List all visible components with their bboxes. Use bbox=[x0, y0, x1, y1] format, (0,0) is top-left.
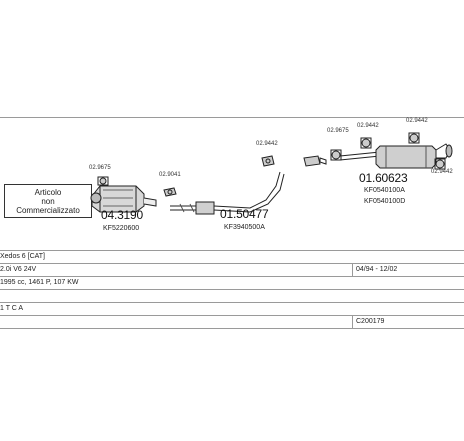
part-1-number: 04.3190 bbox=[101, 208, 143, 222]
part-3-reference: KF3940500A bbox=[224, 224, 265, 231]
notice-line-1: Articolo bbox=[34, 187, 62, 197]
part-3-number: 01.50477 bbox=[220, 207, 269, 221]
part-4-code: 02.9442 bbox=[256, 141, 278, 147]
frame-top-line bbox=[0, 117, 464, 118]
part-7-code: 02.9442 bbox=[406, 118, 428, 124]
not-sold-notice: Articolo non Commercializzato bbox=[4, 184, 92, 218]
part-9-reference-2: KF0540100D bbox=[364, 198, 406, 205]
column-divider-1 bbox=[352, 263, 353, 276]
gasket-drawing-6 bbox=[408, 132, 420, 144]
catalog-flags: 1 T C A bbox=[0, 305, 24, 312]
catalog-code: C200179 bbox=[356, 318, 385, 325]
part-9-number: 01.60623 bbox=[359, 171, 408, 185]
gasket-drawing-3 bbox=[261, 155, 275, 167]
column-divider-2 bbox=[352, 315, 353, 328]
engine-description: 2.0i V6 24V bbox=[0, 266, 37, 273]
row-line-6 bbox=[0, 315, 464, 316]
row-line-5 bbox=[0, 302, 464, 303]
vehicle-model: Xedos 6 [CAT] bbox=[0, 253, 46, 260]
part-1-reference: KF5220600 bbox=[103, 225, 140, 232]
gasket-drawing-2 bbox=[163, 187, 177, 197]
part-5-code: 02.9675 bbox=[327, 128, 349, 134]
row-line-4 bbox=[0, 289, 464, 290]
middle-pipe-drawing bbox=[170, 171, 285, 215]
rear-silencer-drawing bbox=[339, 143, 453, 169]
part-8-code: 02.9442 bbox=[431, 169, 453, 175]
row-line-1 bbox=[0, 250, 464, 251]
production-dates: 04/94 - 12/02 bbox=[356, 266, 398, 273]
notice-line-2: non bbox=[41, 196, 55, 206]
row-line-7 bbox=[0, 328, 464, 329]
catalytic-converter-drawing bbox=[90, 185, 157, 213]
part-2-code: 02.9041 bbox=[159, 172, 181, 178]
engine-specs: 1995 cc, 1461 P, 107 KW bbox=[0, 279, 79, 286]
part-1-code: 02.9675 bbox=[89, 165, 111, 171]
notice-line-3: Commercializzato bbox=[16, 205, 80, 215]
gasket-drawing-4 bbox=[330, 149, 342, 161]
part-9-reference-1: KF0540100A bbox=[364, 187, 405, 194]
gasket-drawing-7 bbox=[434, 158, 446, 170]
gasket-drawing-5 bbox=[360, 137, 372, 149]
part-6-code: 02.9442 bbox=[357, 123, 379, 129]
row-line-3 bbox=[0, 276, 464, 277]
connector-drawing bbox=[303, 155, 327, 167]
row-line-2 bbox=[0, 263, 464, 264]
gasket-drawing-1 bbox=[97, 176, 109, 186]
